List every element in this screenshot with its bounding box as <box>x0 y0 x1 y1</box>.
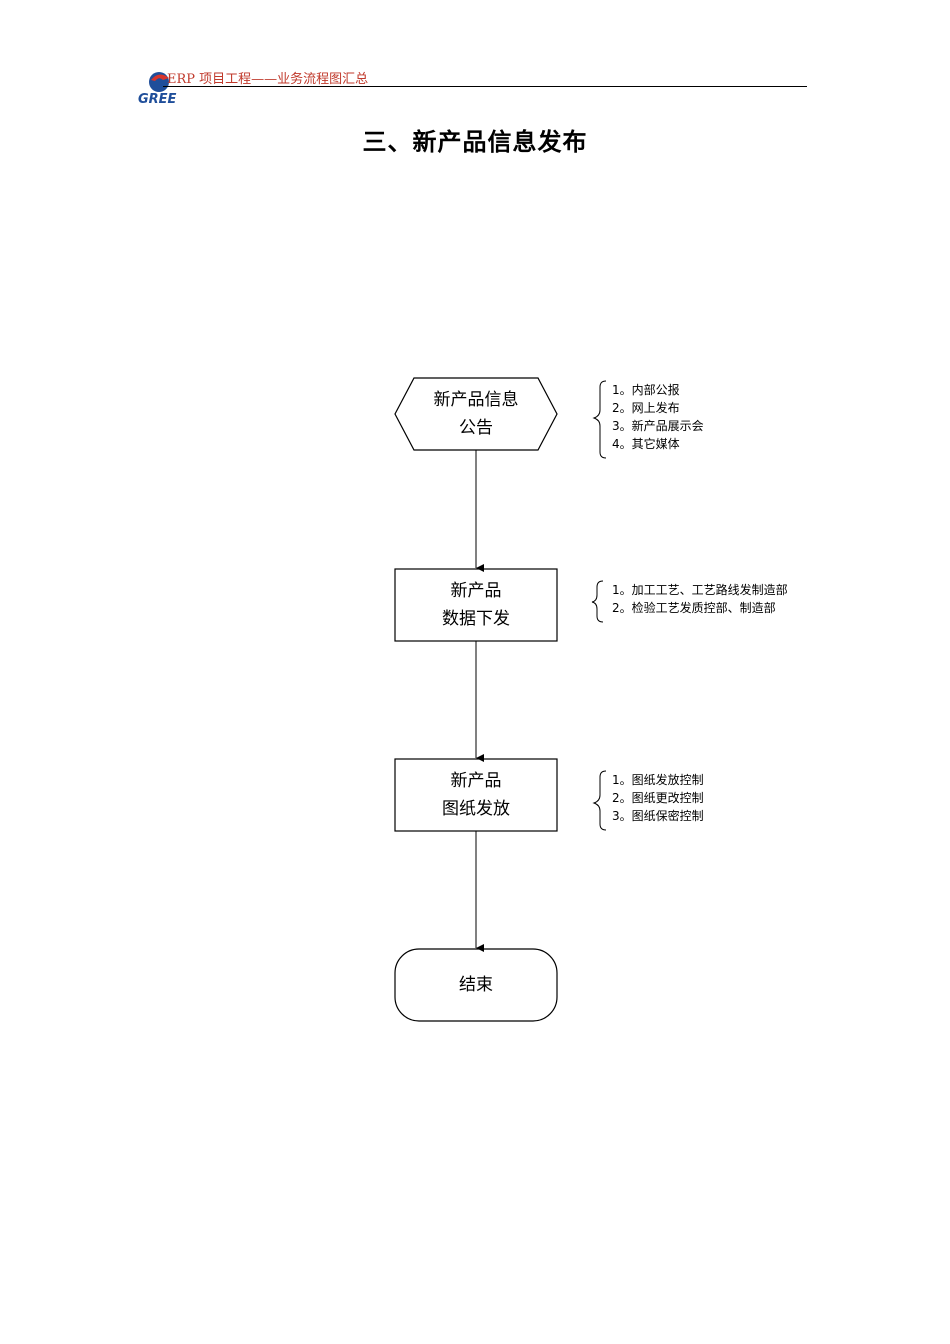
note-3-item-2: 2。图纸更改控制 <box>612 791 704 805</box>
gree-logo: GREE <box>137 70 187 107</box>
note-1-item-4: 4。其它媒体 <box>612 437 680 451</box>
node-label-1-line-1: 新产品信息 <box>433 390 519 410</box>
node-label-1-line-2: 公告 <box>459 418 493 438</box>
node-rect-drawing-release <box>394 758 558 832</box>
node-label-2: 新产品 数据下发 <box>395 577 557 633</box>
node-label-2-line-2: 数据下发 <box>442 609 510 629</box>
logo-text: GREE <box>138 92 177 106</box>
header-title: ERP 项目工程——业务流程图汇总 <box>167 72 369 87</box>
node-label-4-line-1: 结束 <box>459 975 493 995</box>
note-3-item-1: 1。图纸发放控制 <box>612 773 704 787</box>
node-label-4: 结束 <box>395 971 557 999</box>
note-1-item-3: 3。新产品展示会 <box>612 419 704 433</box>
node-label-3-line-1: 新产品 <box>450 771 502 791</box>
note-3-item-3: 3。图纸保密控制 <box>612 809 704 823</box>
node-label-2-line-1: 新产品 <box>450 581 502 601</box>
note-1-item-1: 1。内部公报 <box>612 383 680 397</box>
note-2-item-1: 1。加工工艺、工艺路线发制造部 <box>612 583 788 597</box>
page-title: 三、新产品信息发布 <box>362 127 588 156</box>
note-brace-1 <box>592 380 607 459</box>
note-2-item-2: 2。检验工艺发质控部、制造部 <box>612 601 776 615</box>
node-label-1: 新产品信息 公告 <box>395 386 557 442</box>
note-brace-2 <box>591 580 604 623</box>
header-divider <box>163 86 807 87</box>
note-1-item-2: 2。网上发布 <box>612 401 680 415</box>
node-label-3-line-2: 图纸发放 <box>442 799 510 819</box>
node-label-3: 新产品 图纸发放 <box>395 767 557 823</box>
note-group-3: 1。图纸发放控制 2。图纸更改控制 3。图纸保密控制 <box>612 771 704 825</box>
note-brace-3 <box>592 770 607 831</box>
node-rect-data-release <box>394 568 558 642</box>
node-hexagon-info-announcement <box>394 377 558 451</box>
note-group-2: 1。加工工艺、工艺路线发制造部 2。检验工艺发质控部、制造部 <box>612 581 788 617</box>
note-group-1: 1。内部公报 2。网上发布 3。新产品展示会 4。其它媒体 <box>612 381 704 453</box>
